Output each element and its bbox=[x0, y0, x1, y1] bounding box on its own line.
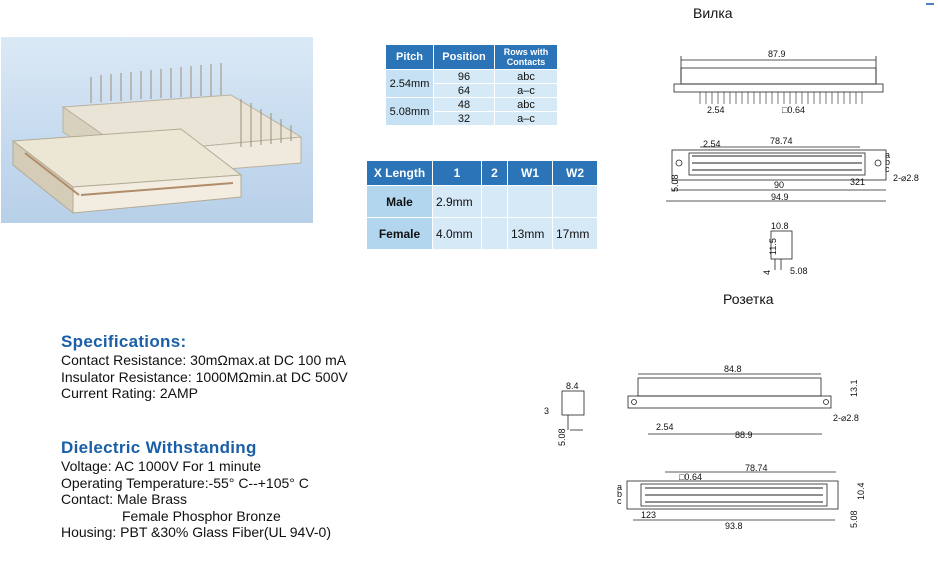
row-header: Female bbox=[366, 217, 433, 250]
dim-label: □0.64 bbox=[679, 472, 702, 482]
socket-top-drawing bbox=[627, 373, 832, 435]
row-label: b bbox=[617, 489, 622, 499]
dim-label: 88.9 bbox=[735, 430, 753, 440]
dim-label: 3 bbox=[544, 406, 549, 416]
spec-line: Voltage: AC 1000V For 1 minute bbox=[61, 458, 262, 474]
pitch-cell: 5.08mm bbox=[385, 97, 434, 126]
column-header: X Length bbox=[366, 160, 433, 186]
contacts-cell: a–c bbox=[494, 83, 558, 98]
dim-label: 78.74 bbox=[745, 463, 768, 473]
dim-label: 321 bbox=[850, 177, 865, 187]
specifications-title: Specifications: bbox=[61, 332, 187, 351]
dielectric-title: Dielectric Withstanding bbox=[61, 438, 257, 457]
spec-line: Female Phosphor Bronze bbox=[122, 507, 281, 524]
column-header: 2 bbox=[481, 160, 508, 186]
column-header: 1 bbox=[432, 160, 482, 186]
table-cell bbox=[552, 185, 598, 218]
table-row: 2.54mm 96 abc bbox=[385, 69, 558, 98]
dim-label: 5.08 bbox=[557, 428, 567, 446]
dim-label: 93.8 bbox=[725, 521, 743, 531]
position-cell: 96 bbox=[433, 69, 495, 84]
position-cell: 32 bbox=[433, 111, 495, 126]
table-row: 5.08mm 48 abc bbox=[385, 97, 558, 126]
row-label: c bbox=[617, 496, 622, 506]
plug-side-drawing bbox=[770, 230, 793, 270]
table-cell: 17mm bbox=[552, 217, 598, 250]
spec-line: Current Rating: 2AMP bbox=[61, 385, 198, 401]
row-label: b bbox=[885, 157, 890, 167]
dim-label: 2-⌀2.8 bbox=[833, 413, 859, 423]
table-row: Female 4.0mm 13mm 17mm bbox=[366, 217, 598, 250]
dim-label: 2-⌀2.8 bbox=[893, 173, 919, 183]
plug-pin-grid bbox=[692, 155, 862, 171]
dim-label: 87.9 bbox=[768, 49, 786, 59]
dim-label: 10.8 bbox=[771, 221, 789, 231]
dim-label: 2.54 bbox=[656, 422, 674, 432]
plug-top-drawing bbox=[673, 56, 884, 104]
dim-label: 78.74 bbox=[770, 136, 793, 146]
specifications-section: Specifications: Contact Resistance: 30mΩ… bbox=[61, 332, 348, 402]
contacts-cell: a–c bbox=[494, 111, 558, 126]
spec-line: Operating Temperature:-55° C--+105° C bbox=[61, 474, 309, 491]
column-header: Pitch bbox=[385, 44, 434, 70]
spec-line: Contact: Male Brass bbox=[61, 491, 188, 507]
table-row: 64 a–c bbox=[386, 83, 558, 98]
position-cell: 48 bbox=[433, 97, 495, 112]
dim-label: 8.4 bbox=[566, 381, 579, 391]
dim-label: 2.54 bbox=[703, 139, 721, 149]
plug-pin-drawing bbox=[666, 146, 887, 202]
column-header: W2 bbox=[552, 160, 598, 186]
dim-label: 2.54 bbox=[707, 105, 725, 115]
dim-label: 94.9 bbox=[771, 192, 789, 202]
dim-label: 123 bbox=[641, 510, 656, 520]
dim-label: □0.64 bbox=[782, 105, 805, 115]
column-header: Rows with Contacts bbox=[494, 44, 558, 70]
contacts-cell: abc bbox=[494, 97, 558, 112]
pitch-table: Pitch Position Rows with Contacts 2.54mm… bbox=[385, 44, 558, 126]
dim-label: 5.08 bbox=[849, 510, 859, 528]
dim-label: 10.4 bbox=[856, 482, 866, 500]
connector-image bbox=[11, 63, 303, 215]
column-header: Position bbox=[433, 44, 495, 70]
plug-heading: Вилка bbox=[693, 5, 733, 21]
spec-line: Contact Resistance: 30mΩmax.at DC 100 mA bbox=[61, 352, 347, 368]
dim-label: 5.08 bbox=[790, 266, 808, 276]
row-label: c bbox=[885, 164, 890, 174]
table-row: 32 a–c bbox=[386, 111, 558, 126]
row-header: Male bbox=[366, 185, 433, 218]
dim-label: 11.5 bbox=[768, 238, 778, 255]
socket-side-drawing bbox=[561, 390, 585, 431]
dielectric-section: Dielectric Withstanding Voltage: AC 1000… bbox=[61, 438, 331, 541]
spec-line: Insulator Resistance: 1000MΩmin.at DC 50… bbox=[61, 368, 348, 385]
dim-label: 4 bbox=[762, 270, 772, 275]
row-label: a bbox=[885, 150, 890, 160]
table-cell: 4.0mm bbox=[432, 217, 482, 250]
dim-label: 90 bbox=[774, 180, 784, 190]
socket-pin-grid bbox=[645, 487, 823, 503]
spec-line: Housing: PBT &30% Glass Fiber(UL 94V-0) bbox=[61, 524, 332, 540]
length-table: X Length 1 2 W1 W2 Male 2.9mm Female 4.0… bbox=[366, 160, 598, 250]
table-cell: 2.9mm bbox=[432, 185, 482, 218]
contacts-cell: abc bbox=[494, 69, 558, 84]
socket-pin-drawing bbox=[626, 471, 839, 521]
row-label: a bbox=[617, 482, 622, 492]
dim-label: 84.8 bbox=[724, 364, 742, 374]
dim-label: 13.1 bbox=[849, 379, 859, 397]
table-cell bbox=[481, 217, 508, 250]
dim-label: 5.08 bbox=[670, 174, 680, 192]
table-cell: 13mm bbox=[507, 217, 553, 250]
product-photo bbox=[1, 37, 313, 223]
socket-heading: Розетка bbox=[723, 291, 774, 307]
